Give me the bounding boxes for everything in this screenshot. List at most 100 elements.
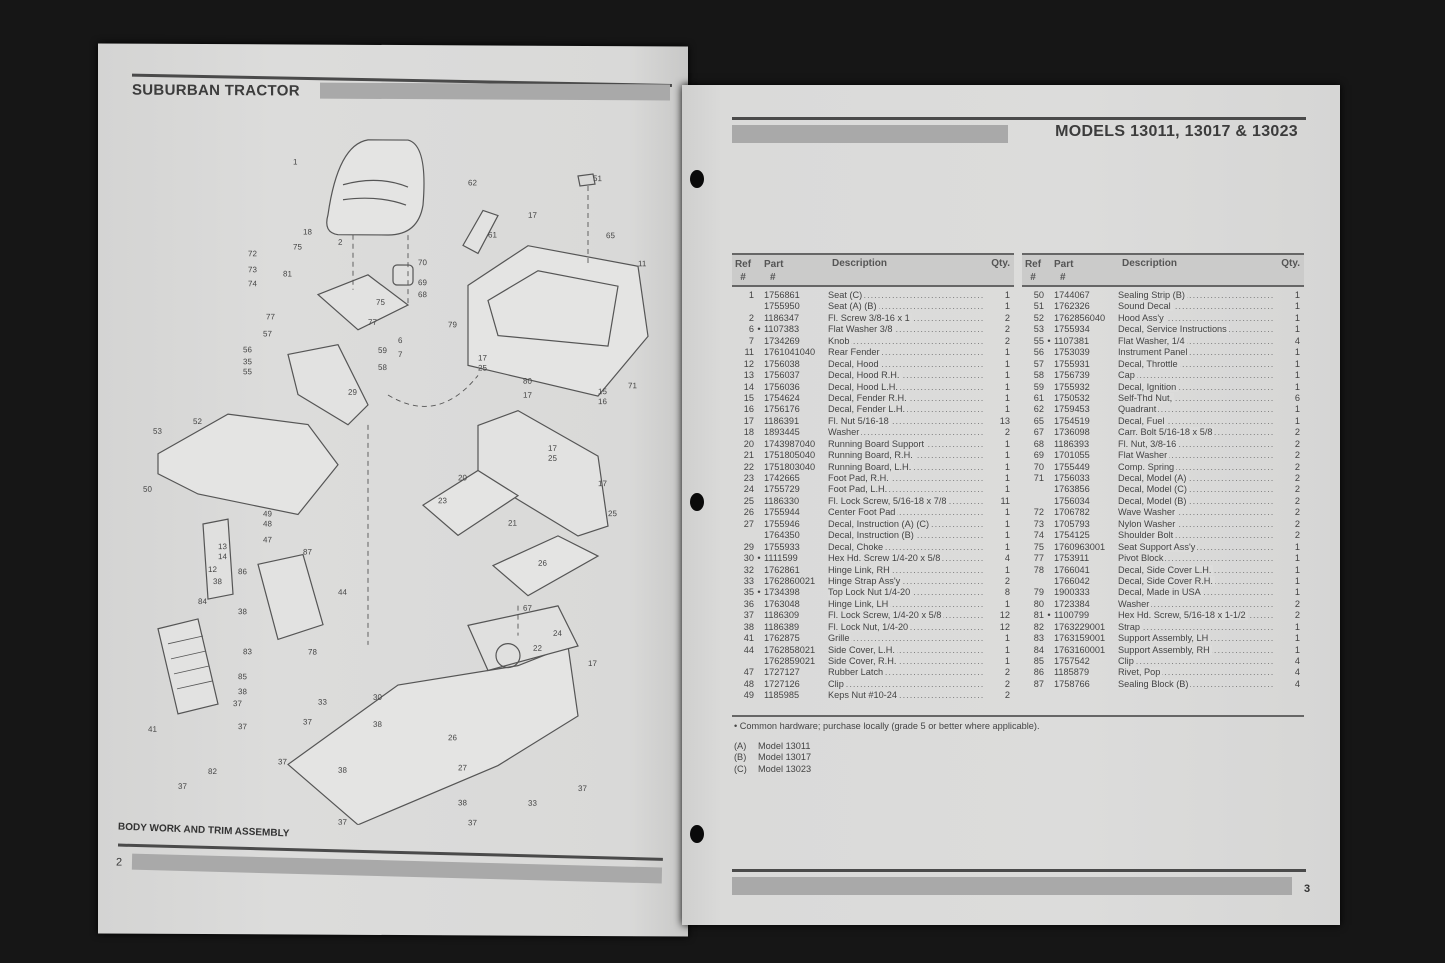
ref-number: 24 — [743, 484, 754, 495]
binder-hole — [690, 493, 704, 511]
svg-text:58: 58 — [378, 363, 387, 372]
quantity: 1 — [1004, 518, 1010, 529]
ref-number: 79 — [1033, 587, 1044, 598]
ref-number: 71 — [1033, 473, 1044, 483]
part-description-text: Sealing Strip (B) — [1118, 290, 1187, 300]
part-number: 1754519 — [1054, 415, 1090, 426]
quantity: 1 — [1294, 381, 1300, 392]
quantity: 2 — [1004, 312, 1010, 323]
ref-number: 84 — [1033, 644, 1044, 655]
svg-text:74: 74 — [248, 279, 257, 288]
part-description: Running Board, L.H. — [828, 461, 984, 473]
model-key-code: (A) — [734, 740, 747, 751]
part-number: 1762875 — [764, 633, 800, 644]
quantity: 1 — [1004, 450, 1010, 461]
ref-number: 15 — [743, 392, 754, 403]
quantity: 1 — [1294, 644, 1300, 655]
part-number: 1758766 — [1054, 678, 1090, 689]
common-hardware-marker — [1044, 290, 1054, 301]
ref-number: 49 — [743, 690, 754, 701]
part-col-header-hash: # — [770, 272, 776, 283]
ref-number: 86 — [1033, 667, 1044, 678]
table-row: 481727126Clip2 — [732, 678, 1014, 690]
part-description-text: Pivot Block — [1118, 553, 1166, 564]
svg-text:17: 17 — [548, 444, 557, 453]
part-description: Strap — [1118, 621, 1274, 633]
svg-text:37: 37 — [278, 757, 287, 766]
part-number: 1756033 — [1054, 473, 1090, 483]
quantity: 2 — [1294, 610, 1300, 621]
page-number: 3 — [1304, 883, 1311, 895]
ref-number: 35 — [743, 587, 754, 598]
quantity: 2 — [1004, 575, 1010, 586]
part-description-text: Rubber Latch — [828, 667, 886, 678]
ref-number: 23 — [743, 473, 754, 483]
ref-col-header: Ref — [734, 259, 752, 270]
hood-part — [157, 413, 339, 516]
part-number: 1753039 — [1054, 347, 1090, 358]
ref-number: 78 — [1033, 564, 1044, 575]
common-hardware-marker — [1044, 370, 1054, 381]
part-description-text: Rear Fender — [828, 347, 882, 358]
part-description: Seat Support Ass'y — [1118, 541, 1274, 553]
common-hardware-marker — [1044, 416, 1054, 427]
part-description: Fl. Lock Screw, 1/4-20 x 5/8 — [828, 610, 984, 622]
quantity: 1 — [1294, 575, 1300, 586]
quantity: 2 — [1294, 473, 1300, 483]
quantity: 1 — [1004, 370, 1010, 381]
binder-hole — [690, 170, 704, 188]
common-hardware-marker — [754, 599, 764, 610]
part-number: 1756038 — [764, 358, 800, 369]
ref-number: 61 — [1033, 392, 1044, 403]
part-description-text: Decal, Throttle — [1118, 358, 1180, 369]
ref-number: 41 — [743, 633, 754, 644]
svg-text:25: 25 — [548, 454, 557, 463]
part-description-text: Knob — [828, 335, 852, 346]
part-description: Clip — [1118, 656, 1274, 667]
ref-number: 22 — [743, 461, 754, 472]
quantity: 6 — [1294, 392, 1300, 403]
quantity: 2 — [1294, 507, 1300, 518]
common-hardware-marker — [754, 645, 764, 656]
common-hardware-marker — [1044, 393, 1054, 404]
quantity: 1 — [1004, 404, 1010, 415]
svg-text:37: 37 — [468, 818, 477, 826]
quantity: 2 — [1004, 667, 1010, 678]
quantity: 2 — [1294, 427, 1300, 438]
spring-part — [392, 264, 414, 286]
part-description: Carr. Bolt 5/16-18 x 5/8 — [1118, 427, 1274, 439]
part-number: 1754624 — [764, 392, 800, 403]
running-board-lh-part — [491, 535, 600, 597]
svg-text:81: 81 — [283, 269, 292, 278]
part-description-text: Decal, Hood R.H. — [828, 370, 902, 381]
part-number: 1727126 — [764, 678, 800, 689]
part-description-text: Hex Hd. Screw 1/4-20 x 5/8 — [828, 553, 943, 564]
part-description-text: Fl. Lock Screw, 5/16-18 x 7/8 — [828, 495, 949, 506]
left-page: SUBURBAN TRACTOR — [98, 43, 688, 937]
support-assembly-part — [202, 518, 234, 600]
ref-number — [732, 530, 754, 541]
quantity: 1 — [1004, 438, 1010, 449]
quantity: 12 — [999, 610, 1010, 621]
common-hardware-marker — [754, 313, 764, 324]
part-number: 1766042 — [1054, 575, 1090, 586]
part-description: Decal, Hood — [828, 358, 984, 370]
description-col-header: Description — [832, 258, 888, 269]
ref-number: 1 — [748, 290, 754, 300]
part-number: 1762856040 — [1054, 312, 1106, 323]
ref-number: 2 — [748, 312, 754, 323]
seat-part — [326, 139, 425, 236]
ref-number: 80 — [1033, 598, 1044, 609]
